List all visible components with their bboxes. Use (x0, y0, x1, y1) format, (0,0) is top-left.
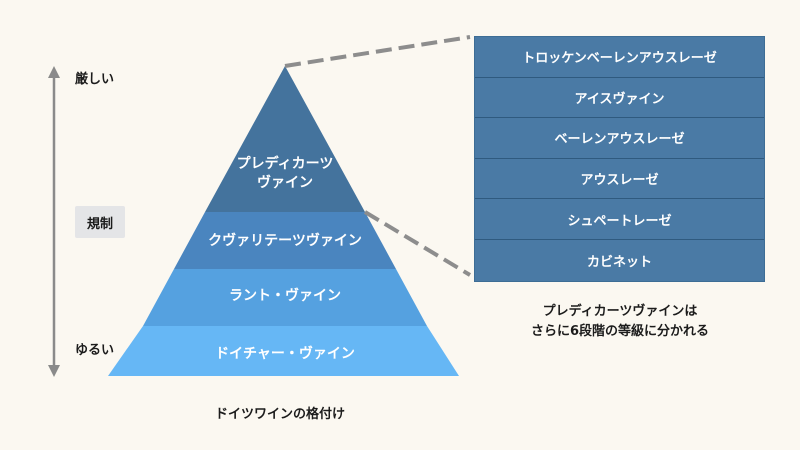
grade-item: アウスレーゼ (475, 158, 764, 200)
tier-qualitatswein (174, 212, 396, 269)
tier-landwein (143, 269, 427, 326)
tier-pradikatswein (205, 66, 365, 212)
axis-top-label: 厳しい (75, 72, 115, 87)
axis-bottom-label: ゆるい (75, 343, 115, 358)
tier-label-pradikatswein: プレディカーツヴァイン (237, 155, 334, 193)
tier-label-qualitatswein: クヴァリテーツヴァイン (208, 233, 362, 249)
grade-item: シュペートレーゼ (475, 199, 764, 240)
connector-top-line (284, 35, 471, 68)
grade-item: アイスヴァイン (475, 77, 764, 119)
diagram-caption: ドイツワインの格付け (214, 407, 345, 422)
axis-middle-label: 規制 (75, 206, 125, 238)
grades-note-line2: さらに6段階の等級に分かれる (530, 324, 710, 339)
tier-label-landwein: ラント・ヴァイン (229, 288, 341, 304)
tier-label-deutscher-wein: ドイチャー・ヴァイン (215, 346, 355, 362)
grade-item: トロッケンベーレンアウスレーゼ (475, 37, 764, 78)
tier-label-pradikatswein-text: プレディカーツヴァイン (236, 156, 334, 191)
grades-note-line1: プレディカーツヴァインは (542, 304, 698, 319)
pradikat-grades-list: トロッケンベーレンアウスレーゼ アイスヴァイン ベーレンアウスレーゼ アウスレー… (474, 36, 765, 282)
grades-note: プレディカーツヴァインは さらに6段階の等級に分かれる (470, 302, 770, 342)
tier-deutscher-wein (108, 326, 459, 376)
grade-item: カビネット (475, 239, 764, 281)
connector-bottom-line (363, 210, 472, 277)
regulation-axis-arrow (48, 66, 60, 377)
grade-item: ベーレンアウスレーゼ (475, 118, 764, 159)
